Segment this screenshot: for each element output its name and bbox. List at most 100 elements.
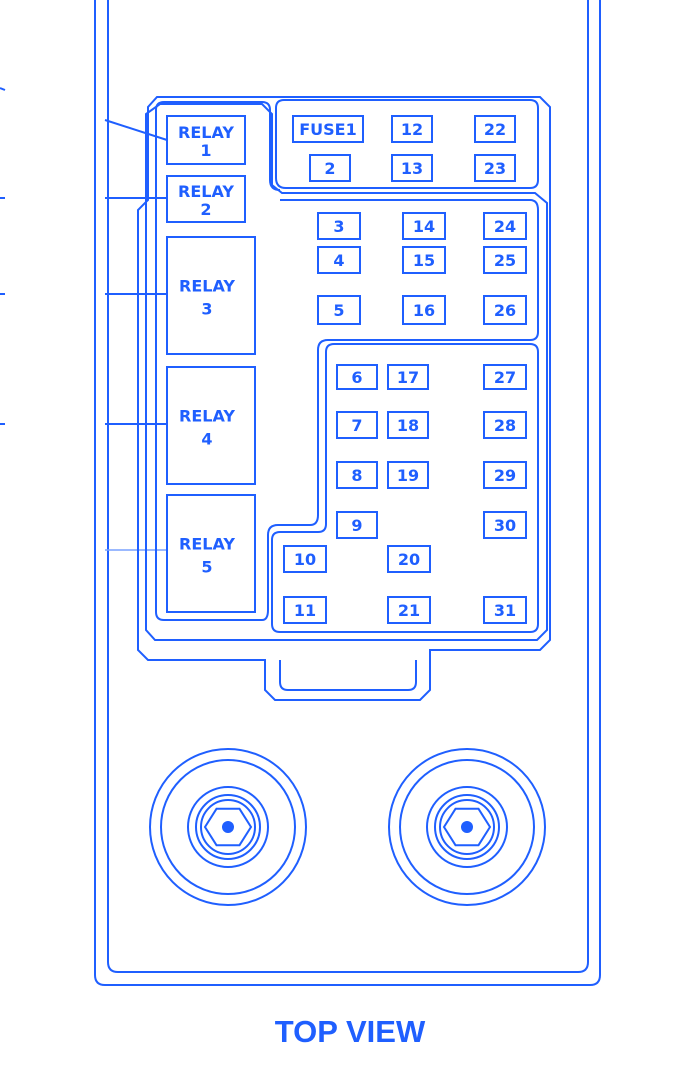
relay-box	[166, 115, 246, 165]
fuse-label: 2	[324, 159, 335, 178]
fuse-box	[391, 154, 433, 182]
diagram-title: TOP VIEW	[274, 1014, 426, 1049]
fuse-label: 5	[333, 301, 344, 320]
fuse-label: 20	[398, 550, 420, 569]
fuse-4: 4	[317, 246, 361, 274]
leader-lines	[0, 87, 168, 551]
fuse-label: 19	[397, 466, 419, 485]
relay-box	[166, 494, 256, 613]
fuse-label: 28	[494, 416, 516, 435]
bolt-center	[222, 821, 234, 833]
fuse-box	[336, 511, 378, 539]
fuse-12: 12	[391, 115, 433, 143]
fuse-box	[317, 295, 361, 325]
fuse-17: 17	[387, 364, 429, 390]
fuse-box	[483, 295, 527, 325]
relay-number: 1	[200, 141, 211, 160]
fuse-label: 3	[333, 217, 344, 236]
fuse-2: 2	[309, 154, 351, 182]
fuse-label: 29	[494, 466, 516, 485]
fuse-label: 8	[351, 466, 362, 485]
fuse-20: 20	[387, 545, 431, 573]
fuse-31: 31	[483, 596, 527, 624]
fuse-box	[402, 212, 446, 240]
fuse-label: 26	[494, 301, 516, 320]
fuse-box	[474, 154, 516, 182]
fuse-box	[292, 115, 364, 143]
fuse-box	[387, 364, 429, 390]
fuse-label: 14	[413, 217, 435, 236]
relay-box	[166, 366, 256, 485]
housing	[94, 0, 601, 986]
fuse-8: 8	[336, 461, 378, 489]
relay-number: 5	[201, 558, 212, 577]
fuse-25: 25	[483, 246, 527, 274]
fuse-panel-outline	[137, 96, 551, 701]
fuse-label: 18	[397, 416, 419, 435]
hex-nut	[442, 807, 492, 847]
fuse-5: 5	[317, 295, 361, 325]
relay-label: RELAY	[179, 277, 235, 296]
fuse-label: 21	[398, 601, 420, 620]
fuse-box	[402, 246, 446, 274]
relay-label: RELAY	[178, 182, 234, 201]
fuse-box	[483, 212, 527, 240]
fuse-box	[309, 154, 351, 182]
fuse-box	[483, 411, 527, 439]
fuse-box	[283, 596, 327, 624]
fuse-label: 25	[494, 251, 516, 270]
fuse-22: 22	[474, 115, 516, 143]
fuse-box	[283, 545, 327, 573]
fuse-label: 30	[494, 516, 516, 535]
fuse-27: 27	[483, 364, 527, 390]
fuse-box	[483, 246, 527, 274]
fuse-label: 24	[494, 217, 516, 236]
right-bolt-icon	[388, 748, 546, 906]
fuse-box	[336, 364, 378, 390]
fuse-6: 6	[336, 364, 378, 390]
fuse-box	[317, 246, 361, 274]
relay-number: 4	[201, 430, 212, 449]
relay-label: RELAY	[179, 535, 235, 554]
fuse-label: 7	[351, 416, 362, 435]
fuse-label: 27	[494, 368, 516, 387]
fuse-10: 10	[283, 545, 327, 573]
fuse-box	[483, 461, 527, 489]
fuse-box	[336, 461, 378, 489]
relay-number: 3	[201, 300, 212, 319]
fuse-15: 15	[402, 246, 446, 274]
fuse-label: 11	[294, 601, 316, 620]
fuse-18: 18	[387, 411, 429, 439]
fuse-box	[483, 364, 527, 390]
fuse-24: 24	[483, 212, 527, 240]
fuse-box	[336, 411, 378, 439]
fuse-21: 21	[387, 596, 431, 624]
fuse-label: 15	[413, 251, 435, 270]
fuse-label: 31	[494, 601, 516, 620]
relay-3: RELAY 3	[166, 236, 256, 355]
fuse-19: 19	[387, 461, 429, 489]
fuse-box	[317, 212, 361, 240]
fuse-box	[387, 596, 431, 624]
fuse-label: 16	[413, 301, 435, 320]
fuse-30: 30	[483, 511, 527, 539]
fuse-label: 12	[401, 120, 423, 139]
fuse-3: 3	[317, 212, 361, 240]
fuse-16: 16	[402, 295, 446, 325]
fuse-label: 13	[401, 159, 423, 178]
fuse-label: 10	[294, 550, 316, 569]
relay-label: RELAY	[179, 407, 235, 426]
fuse-box	[387, 545, 431, 573]
fuse-13: 13	[391, 154, 433, 182]
mounting-bolts	[149, 748, 546, 906]
fuse-box	[402, 295, 446, 325]
relay-box	[166, 236, 256, 355]
fuse-box	[387, 411, 429, 439]
fuse-label: 4	[333, 251, 344, 270]
relay-4: RELAY 4	[166, 366, 256, 485]
fuse-box	[474, 115, 516, 143]
fuse-14: 14	[402, 212, 446, 240]
fuse-7: 7	[336, 411, 378, 439]
